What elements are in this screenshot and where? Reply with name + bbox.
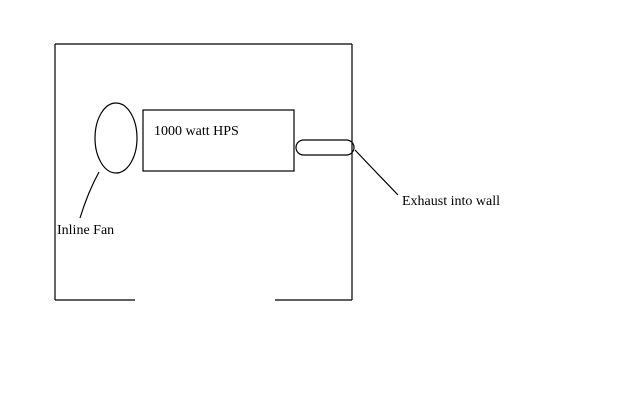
- inline-fan-shape: [94, 102, 138, 174]
- lamp-box: [142, 109, 295, 172]
- room-outline: [54, 43, 353, 301]
- exhaust-label: Exhaust into wall: [402, 194, 500, 209]
- lamp-label: 1000 watt HPS: [154, 124, 239, 139]
- fan-leader-line: [79, 171, 100, 219]
- exhaust-duct: [295, 139, 355, 156]
- exhaust-leader-line: [354, 149, 399, 196]
- fan-label: Inline Fan: [57, 223, 114, 238]
